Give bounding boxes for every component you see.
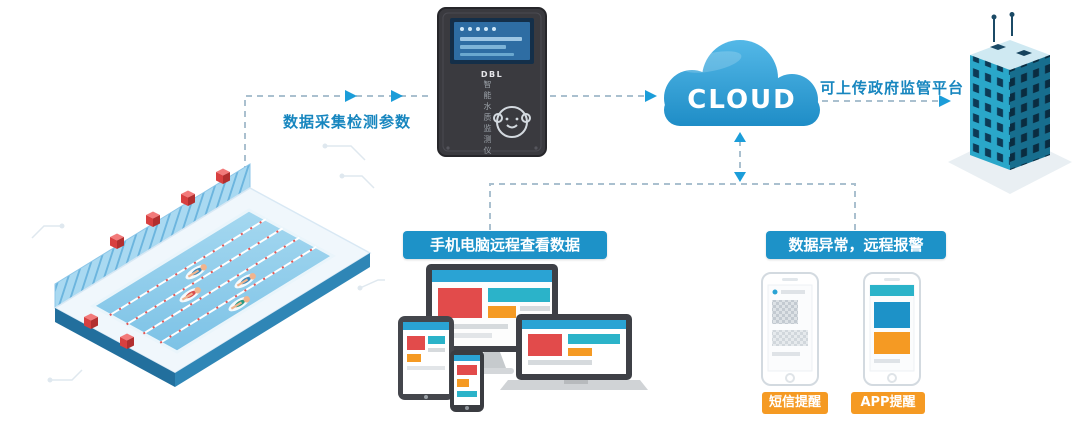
antenna-icon	[993, 15, 1013, 42]
pool-water	[90, 208, 336, 354]
sms-alert-badge: 短信提醒	[762, 392, 828, 414]
cloud-label: CLOUD	[687, 85, 797, 115]
device-brand: DBL	[481, 70, 503, 79]
device-vertical-label: 智能水质监测仪	[483, 80, 492, 157]
building-icon	[948, 12, 1072, 194]
mascot-icon	[493, 106, 531, 138]
alarm-phones-illustration	[761, 272, 921, 386]
tablet-icon	[398, 316, 454, 400]
pool-edge-left	[55, 308, 175, 387]
viewer-label-pill: 手机电脑远程查看数据	[403, 231, 607, 259]
control-device: DBL	[437, 7, 547, 157]
arrowhead-icons	[345, 90, 951, 182]
pool-edge-front	[175, 253, 370, 387]
branch-line	[489, 183, 856, 230]
collect-params-label: 数据采集检测参数	[283, 113, 412, 131]
arrow-up-icon	[734, 132, 746, 142]
arrow-right-icon	[391, 90, 403, 102]
swimmer-icons	[179, 264, 256, 312]
arrow-right-icon	[939, 95, 951, 107]
app-phone-icon	[863, 272, 921, 386]
arrow-down-icon	[734, 172, 746, 182]
pool-illustration	[31, 143, 385, 387]
sms-phone-icon	[761, 272, 819, 386]
laptop-icon	[500, 314, 648, 390]
screen-icons	[460, 27, 496, 31]
pool-to-device-line	[244, 95, 433, 172]
upload-gov-label: 可上传政府监管平台	[820, 79, 965, 97]
smartphone-icon	[450, 350, 484, 412]
cloud-icon: CLOUD	[664, 40, 820, 126]
arrow-right-icon	[645, 90, 657, 102]
viewer-devices-illustration	[398, 264, 648, 412]
arrow-right-icon	[345, 90, 357, 102]
circuit-trace-decor	[31, 143, 385, 383]
alarm-label-pill: 数据异常，远程报警	[766, 231, 946, 259]
sensor-icons	[84, 168, 230, 349]
app-alert-badge: APP提醒	[851, 392, 925, 414]
lane-lines	[109, 218, 317, 344]
